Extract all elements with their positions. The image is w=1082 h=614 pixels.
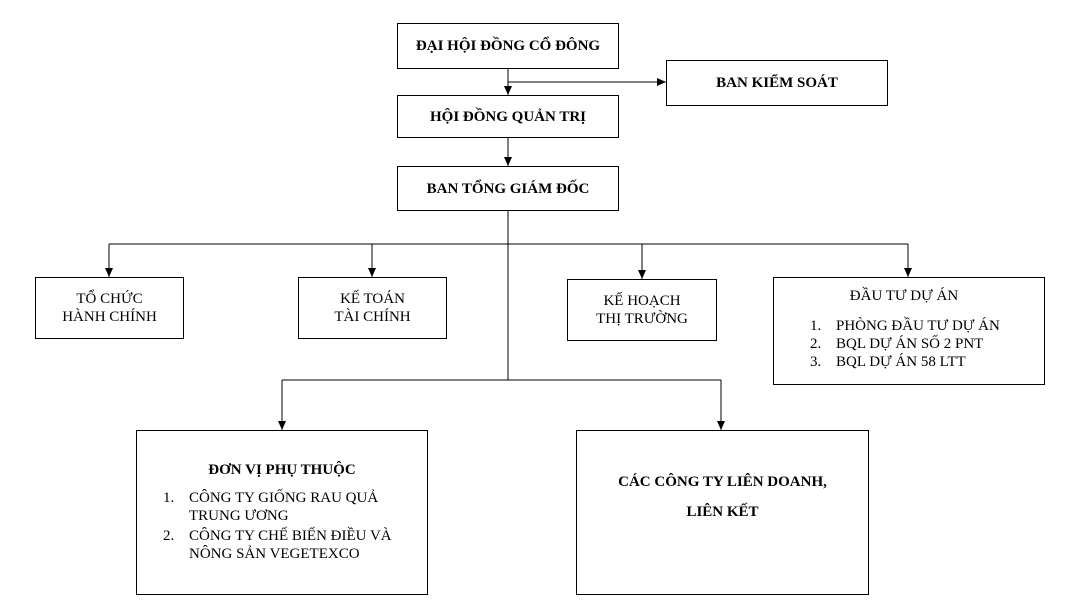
node-board: HỘI ĐỒNG QUẢN TRỊ — [397, 95, 619, 138]
node-planning-line1: KẾ HOẠCH — [603, 293, 681, 309]
node-joint-line1: CÁC CÔNG TY LIÊN DOANH, — [618, 473, 827, 490]
node-accounting-line2: TÀI CHÍNH — [334, 309, 411, 325]
node-dependent-list: 1. CÔNG TY GIỐNG RAU QUẢ TRUNG ƯƠNG 2. C… — [137, 489, 427, 563]
node-accounting-line1: KẾ TOÁN — [340, 291, 405, 307]
list-item: 1. CÔNG TY GIỐNG RAU QUẢ TRUNG ƯƠNG — [163, 489, 427, 525]
node-agm-label: ĐẠI HỘI ĐỒNG CỔ ĐÔNG — [415, 38, 601, 54]
node-board-label: HỘI ĐỒNG QUẢN TRỊ — [430, 108, 586, 125]
node-planning-line2: THỊ TRƯỜNG — [596, 311, 688, 327]
list-item-text: BQL DỰ ÁN 58 LTT — [836, 354, 966, 370]
list-item: 1. PHÒNG ĐẦU TƯ DỰ ÁN — [810, 317, 1044, 335]
list-item-line2: NÔNG SẢN VEGETEXCO — [189, 546, 360, 562]
list-item-line1: CÔNG TY GIỐNG RAU QUẢ — [189, 490, 379, 506]
list-item-number: 2. — [810, 336, 822, 352]
list-item-text: BQL DỰ ÁN SỐ 2 PNT — [836, 336, 984, 352]
node-agm: ĐẠI HỘI ĐỒNG CỔ ĐÔNG — [397, 23, 619, 69]
node-dependent: ĐƠN VỊ PHỤ THUỘC 1. CÔNG TY GIỐNG RAU QU… — [136, 430, 428, 595]
list-item-text: PHÒNG ĐẦU TƯ DỰ ÁN — [836, 318, 1000, 334]
node-dependent-title: ĐƠN VỊ PHỤ THUỘC — [208, 462, 356, 478]
list-item-number: 3. — [810, 354, 822, 370]
node-accounting: KẾ TOÁN TÀI CHÍNH — [298, 277, 447, 339]
node-admin-line1: TỔ CHỨC — [76, 291, 143, 307]
list-item-number: 1. — [810, 318, 822, 334]
node-investment: ĐẦU TƯ DỰ ÁN 1. PHÒNG ĐẦU TƯ DỰ ÁN 2. BQ… — [773, 277, 1045, 385]
node-supervisory-label: BAN KIỂM SOÁT — [716, 75, 838, 91]
node-ceo-label: BAN TỔNG GIÁM ĐỐC — [426, 180, 590, 197]
list-item: 2. CÔNG TY CHẾ BIẾN ĐIỀU VÀ NÔNG SẢN VEG… — [163, 527, 427, 563]
list-item: 3. BQL DỰ ÁN 58 LTT — [810, 353, 1044, 371]
node-joint: CÁC CÔNG TY LIÊN DOANH, LIÊN KẾT — [576, 430, 869, 595]
node-ceo: BAN TỔNG GIÁM ĐỐC — [397, 166, 619, 211]
node-joint-line2: LIÊN KẾT — [686, 503, 759, 520]
list-item-number: 2. — [163, 528, 175, 544]
node-admin: TỔ CHỨC HÀNH CHÍNH — [35, 277, 184, 339]
list-item-number: 1. — [163, 490, 175, 506]
node-supervisory: BAN KIỂM SOÁT — [666, 60, 888, 106]
node-planning: KẾ HOẠCH THỊ TRƯỜNG — [567, 279, 717, 341]
list-item: 2. BQL DỰ ÁN SỐ 2 PNT — [810, 335, 1044, 353]
list-item-line1: CÔNG TY CHẾ BIẾN ĐIỀU VÀ — [189, 528, 392, 544]
node-investment-title: ĐẦU TƯ DỰ ÁN — [849, 288, 959, 304]
node-investment-list: 1. PHÒNG ĐẦU TƯ DỰ ÁN 2. BQL DỰ ÁN SỐ 2 … — [774, 317, 1044, 371]
node-admin-line2: HÀNH CHÍNH — [62, 309, 157, 325]
list-item-line2: TRUNG ƯƠNG — [189, 508, 289, 524]
